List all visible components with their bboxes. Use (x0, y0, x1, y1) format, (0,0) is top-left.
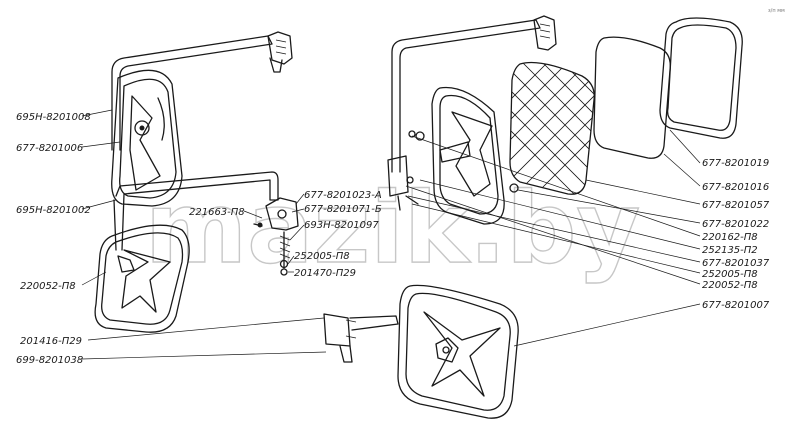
label-220052-p8-left: 220052-П8 (20, 281, 76, 292)
label-252135-p2: 252135-П2 (702, 245, 758, 256)
mirror-glass-plain (593, 36, 671, 159)
label-677-8201016: 677-8201016 (702, 182, 769, 193)
label-220052-p8-right: 220052-П8 (702, 280, 758, 291)
mirror-glass-hatched (509, 61, 595, 195)
label-677-8201057: 677-8201057 (702, 200, 770, 211)
lower-left-mirror (94, 224, 190, 333)
label-695h-8201008: 695Н-8201008 (16, 112, 91, 123)
label-252005-p8-center: 252005-П8 (294, 251, 350, 262)
label-677-8201071-b: 677-8201071-Б (304, 204, 382, 215)
label-695h-8201002: 695Н-8201002 (16, 205, 91, 216)
label-677-8201023-a: 677-8201023-А (304, 190, 382, 201)
upper-left-mirror (111, 69, 183, 207)
watermark-text: mazik.by (145, 172, 640, 286)
label-201470-p29: 201470-П29 (294, 268, 356, 279)
left-mirror-bracket (111, 31, 293, 151)
label-252005-p8-right: 252005-П8 (702, 269, 758, 280)
label-677-8201007: 677-8201007 (702, 300, 770, 311)
lower-right-mirror (397, 284, 519, 419)
left-clamp-bracket (323, 313, 399, 363)
label-677-8201037: 677-8201037 (702, 258, 770, 269)
corner-mark: з/п мм (768, 8, 785, 14)
right-mirror-housing (431, 86, 505, 225)
leader-lines (81, 109, 701, 360)
center-fastener-group (253, 197, 299, 276)
label-693h-8201097: 693Н-8201097 (304, 220, 379, 231)
mirror-frame-rim (659, 17, 743, 139)
label-677-8201006: 677-8201006 (16, 143, 83, 154)
label-677-8201019: 677-8201019 (702, 158, 769, 169)
label-201416-p29: 201416-П29 (20, 336, 82, 347)
label-221663-p8: 221663-П8 (189, 207, 245, 218)
label-677-8201022: 677-8201022 (702, 219, 769, 230)
right-mirror-bracket (387, 15, 557, 211)
label-699-8201038: 699-8201038 (16, 355, 83, 366)
right-small-fasteners (405, 130, 519, 205)
label-220162-p8: 220162-П8 (702, 232, 758, 243)
